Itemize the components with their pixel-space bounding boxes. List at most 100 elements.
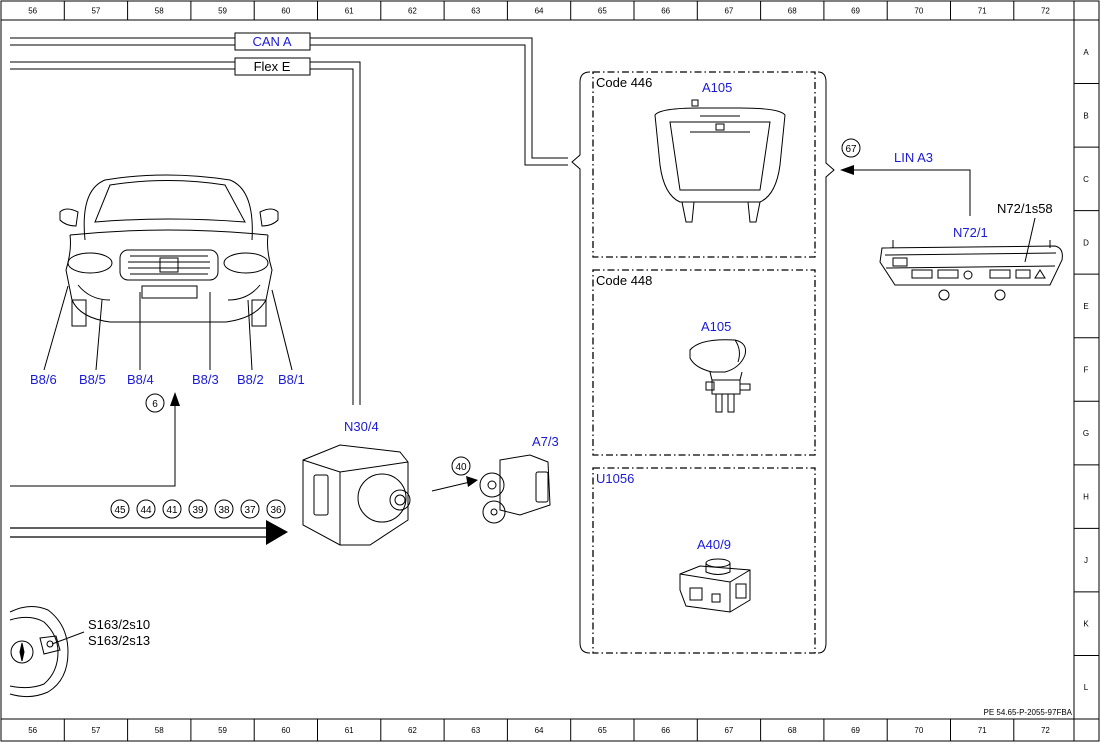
sensor-signal-line [10,400,176,487]
variant-box-u1056 [592,467,816,654]
sensor-signal-arrow [170,392,180,406]
code448-label: Code 448 [596,273,652,288]
left-brace [571,71,591,654]
bus-ref-circle [110,499,130,519]
grid-col-label: 69 [851,7,860,16]
bus-ref-label: 45 [114,505,126,516]
grid-col-label: 63 [471,726,480,735]
bus-lines [10,37,568,405]
grid-col-label: 66 [661,7,670,16]
a105-mid-unit [689,339,751,413]
grid-row-label: A [1083,48,1089,57]
grid-col-label: 64 [535,7,544,16]
sensor-b8-2: B8/2 [237,372,264,387]
n72-1-unit [879,240,1063,301]
grid-col-label: 71 [978,7,987,16]
bus-ref-label: 38 [218,505,230,516]
a105-top-label: A105 [702,80,732,95]
grid-col-label: 58 [155,726,164,735]
grid-col-label: 59 [218,726,227,735]
grid-row-label: H [1083,493,1089,502]
a7-3-unit [479,454,551,524]
bus-ref-circle [188,499,208,519]
grid-col-label: 61 [345,726,354,735]
n30-4-to-a7-3-arrow-line [431,481,471,492]
a40-9-label: A40/9 [697,537,731,552]
bus-ref-label: 41 [166,505,178,516]
grid-row-label: B [1083,111,1088,120]
n72-1s58-label: N72/1s58 [997,201,1053,216]
grid-col-label: 59 [218,7,227,16]
grid-col-label: 68 [788,726,797,735]
grid-col-label: 56 [28,726,37,735]
lin-a3-arrowhead [840,165,854,175]
grid-col-label: 70 [914,7,923,16]
grid-col-label: 69 [851,726,860,735]
ref-6-label: 6 [152,399,158,410]
flex-e-box [234,57,311,76]
grid-row-label: F [1084,366,1089,375]
grid-col-label: 63 [471,7,480,16]
bus-ref-label: 36 [270,505,282,516]
n72-1s58-leader [1024,217,1036,263]
grid-col-label: 65 [598,726,607,735]
grid-row-label: E [1083,302,1088,311]
variant-box-code446 [592,71,816,258]
grid-col-label: 60 [281,7,290,16]
s163-2s13-label: S163/2s13 [88,633,150,648]
grid-col-label: 65 [598,7,607,16]
bus-bundle [10,520,288,545]
ref-67-circle [841,138,861,158]
grid-col-label: 57 [91,7,100,16]
sensor-b8-3: B8/3 [192,372,219,387]
grid-col-label: 67 [724,726,733,735]
sensor-b8-1: B8/1 [278,372,305,387]
grid-col-label: 56 [28,7,37,16]
variant-box-code448 [592,269,816,456]
sensor-leaders [43,285,293,371]
a7-3-label: A7/3 [532,434,559,449]
ref-6-circle [145,393,165,413]
grid-col-label: 64 [535,726,544,735]
grid-row-label: L [1084,683,1089,692]
n30-4-unit [302,444,411,546]
flex-e-label: Flex E [254,59,291,74]
a105-top-unit [654,99,786,223]
grid-col-label: 60 [281,726,290,735]
bus-ref-circle [136,499,156,519]
grid-col-label: 72 [1041,7,1050,16]
s163-leader [51,631,85,645]
grid-col-label: 57 [91,726,100,735]
grid-col-label: 67 [724,7,733,16]
bus-ref-circle [240,499,260,519]
s163-2s10-label: S163/2s10 [88,617,150,632]
grid-col-label: 71 [978,726,987,735]
lin-a3-label: LIN A3 [894,150,933,165]
sensor-b8-6: B8/6 [30,372,57,387]
grid-row-label: J [1084,556,1088,565]
bus-ref-label: 44 [140,505,152,516]
can-a-box [234,32,311,51]
bus-ref-circle [214,499,234,519]
car-front-view [59,174,279,327]
grid-row-label: G [1083,429,1089,438]
bus-ref-circle [266,499,286,519]
grid-col-label: 62 [408,7,417,16]
grid-col-label: 58 [155,7,164,16]
sensor-b8-4: B8/4 [127,372,154,387]
lin-a3-line [852,169,971,216]
grid-row-label: K [1083,620,1089,629]
bus-ref-circle [162,499,182,519]
n72-1-label: N72/1 [953,225,988,240]
grid-row-label: C [1083,175,1089,184]
a40-9-unit [679,558,751,613]
grid-col-label: 72 [1041,726,1050,735]
grid-row-label: D [1083,238,1089,247]
ref-40-circle [451,456,471,476]
n30-4-to-a7-3-arrowhead [466,476,478,487]
